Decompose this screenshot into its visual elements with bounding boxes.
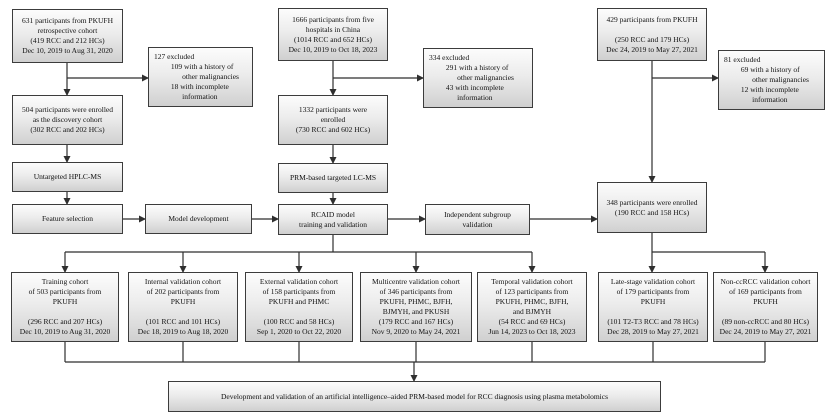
node-cohort-multicentre-validation: Multicentre validation cohort of 346 par…: [360, 272, 472, 342]
node-source-pkufh-429-text: 429 participants from PKUFH (250 RCC and…: [606, 14, 698, 54]
node-source-retrospective-cohort-text: 631 participants from PKUFH retrospectiv…: [21, 16, 114, 55]
node-source-pkufh-429: 429 participants from PKUFH (250 RCC and…: [597, 8, 707, 61]
node-untargeted-hplc-ms: Untargeted HPLC-MS: [12, 162, 123, 192]
node-enrolled-348-text: 348 participants were enrolled (190 RCC …: [606, 197, 698, 217]
node-final-summary-banner: Development and validation of an artific…: [168, 381, 661, 412]
node-cohort-late-stage-validation: Late-stage validation cohort of 179 part…: [598, 272, 708, 342]
node-independent-subgroup-validation-text: Independent subgroup validation: [444, 209, 511, 229]
node-enrolled-504-text: 504 participants were enrolled as the di…: [21, 105, 113, 134]
node-prm-targeted-lc-ms: PRM-based targeted LC-MS: [278, 163, 388, 193]
node-cohort-non-ccrcc-validation-text: Non-ccRCC validation cohort of 169 parti…: [719, 277, 812, 336]
node-source-five-hospitals-text: 1666 participants from five hospitals in…: [288, 14, 378, 54]
node-cohort-external-validation: External validation cohort of 158 partic…: [245, 272, 353, 342]
node-independent-subgroup-validation: Independent subgroup validation: [425, 204, 530, 235]
node-cohort-internal-validation-text: Internal validation cohort of 202 partic…: [137, 277, 229, 336]
node-excluded-334: 334 excluded 291 with a history of other…: [423, 48, 533, 108]
node-rcaid-model-training-text: RCAID model training and validation: [299, 209, 367, 229]
node-cohort-temporal-validation: Temporal validation cohort of 123 partic…: [477, 272, 587, 342]
node-cohort-non-ccrcc-validation: Non-ccRCC validation cohort of 169 parti…: [713, 272, 818, 342]
node-model-development-text: Model development: [168, 214, 229, 223]
node-model-development: Model development: [145, 204, 252, 234]
node-excluded-127-text: 127 excluded 109 with a history of other…: [154, 52, 239, 101]
node-cohort-internal-validation: Internal validation cohort of 202 partic…: [128, 272, 238, 342]
node-cohort-training: Training cohort of 503 participants from…: [11, 272, 119, 342]
node-excluded-81-text: 81 excluded 69 with a history of other m…: [724, 55, 809, 104]
node-rcaid-model-training: RCAID model training and validation: [278, 204, 388, 235]
node-enrolled-1332: 1332 participants were enrolled (730 RCC…: [278, 95, 388, 145]
node-cohort-multicentre-validation-text: Multicentre validation cohort of 346 par…: [371, 277, 461, 336]
node-feature-selection-text: Feature selection: [41, 214, 94, 223]
node-excluded-127: 127 excluded 109 with a history of other…: [148, 47, 253, 107]
node-cohort-external-validation-text: External validation cohort of 158 partic…: [256, 277, 342, 336]
node-excluded-81: 81 excluded 69 with a history of other m…: [718, 50, 825, 110]
node-cohort-temporal-validation-text: Temporal validation cohort of 123 partic…: [488, 277, 576, 336]
node-enrolled-1332-text: 1332 participants were enrolled (730 RCC…: [295, 105, 371, 134]
node-cohort-late-stage-validation-text: Late-stage validation cohort of 179 part…: [607, 277, 699, 336]
node-enrolled-504: 504 participants were enrolled as the di…: [12, 95, 123, 145]
node-enrolled-348: 348 participants were enrolled (190 RCC …: [597, 182, 707, 233]
node-cohort-training-text: Training cohort of 503 participants from…: [19, 277, 111, 336]
node-source-five-hospitals: 1666 participants from five hospitals in…: [278, 8, 388, 61]
node-final-summary-banner-text: Development and validation of an artific…: [221, 391, 608, 401]
node-untargeted-hplc-ms-text: Untargeted HPLC-MS: [33, 172, 102, 181]
node-source-retrospective-cohort: 631 participants from PKUFH retrospectiv…: [12, 9, 123, 63]
node-feature-selection: Feature selection: [12, 204, 123, 234]
node-excluded-334-text: 334 excluded 291 with a history of other…: [429, 53, 514, 102]
node-prm-targeted-lc-ms-text: PRM-based targeted LC-MS: [289, 173, 377, 182]
